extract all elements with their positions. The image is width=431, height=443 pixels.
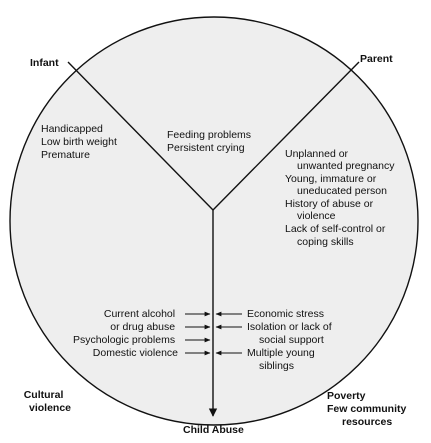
parent-factor-6: violence [297, 210, 336, 222]
left-factor-2: or drug abuse [110, 321, 175, 333]
left-factor-1: Current alcohol [104, 308, 175, 320]
label-parent: Parent [360, 53, 393, 65]
parent-factor-5: History of abuse or [285, 198, 374, 210]
cultural-line-1: Cultural [24, 389, 64, 401]
shared-factor-2: Persistent crying [167, 142, 245, 154]
infant-factor-2: Low birth weight [41, 136, 117, 148]
label-poverty: Poverty Few community resources [327, 390, 409, 428]
infant-factor-1: Handicapped [41, 123, 103, 135]
left-factor-3: Psychologic problems [73, 334, 175, 346]
outer-circle [9, 16, 419, 426]
parent-factors: Unplanned or unwanted pregnancy Young, i… [285, 148, 397, 248]
parent-factor-7: Lack of self-control or [285, 223, 386, 235]
right-factors: Economic stress Isolation or lack of soc… [247, 308, 335, 372]
label-infant: Infant [30, 57, 59, 69]
shared-factor-1: Feeding problems [167, 129, 251, 141]
poverty-line-2: Few community [327, 403, 407, 415]
right-factor-5: siblings [259, 360, 294, 372]
left-factor-4: Domestic violence [93, 347, 178, 359]
parent-factor-1: Unplanned or [285, 148, 349, 160]
parent-factor-8: coping skills [297, 236, 354, 248]
left-factors: Current alcohol or drug abuse Psychologi… [73, 308, 178, 359]
cultural-line-2: violence [29, 402, 71, 414]
right-factor-3: social support [259, 334, 324, 346]
poverty-line-3: resources [342, 416, 392, 428]
label-child-abuse: Child Abuse [183, 424, 244, 436]
right-factor-4: Multiple young [247, 347, 315, 359]
poverty-line-1: Poverty [327, 390, 366, 402]
divider-parent-line [212, 61, 360, 211]
infant-factors: Handicapped Low birth weight Premature [41, 123, 120, 161]
parent-factor-2: unwanted pregnancy [297, 160, 395, 172]
shared-factors: Feeding problems Persistent crying [167, 129, 254, 154]
label-cultural-violence: Cultural violence [24, 389, 71, 414]
right-factor-2: Isolation or lack of [247, 321, 332, 333]
divider-infant-line [67, 61, 214, 211]
parent-factor-4: uneducated person [297, 185, 387, 197]
right-factor-1: Economic stress [247, 308, 324, 320]
infant-factor-3: Premature [41, 149, 90, 161]
parent-factor-3: Young, immature or [285, 173, 377, 185]
